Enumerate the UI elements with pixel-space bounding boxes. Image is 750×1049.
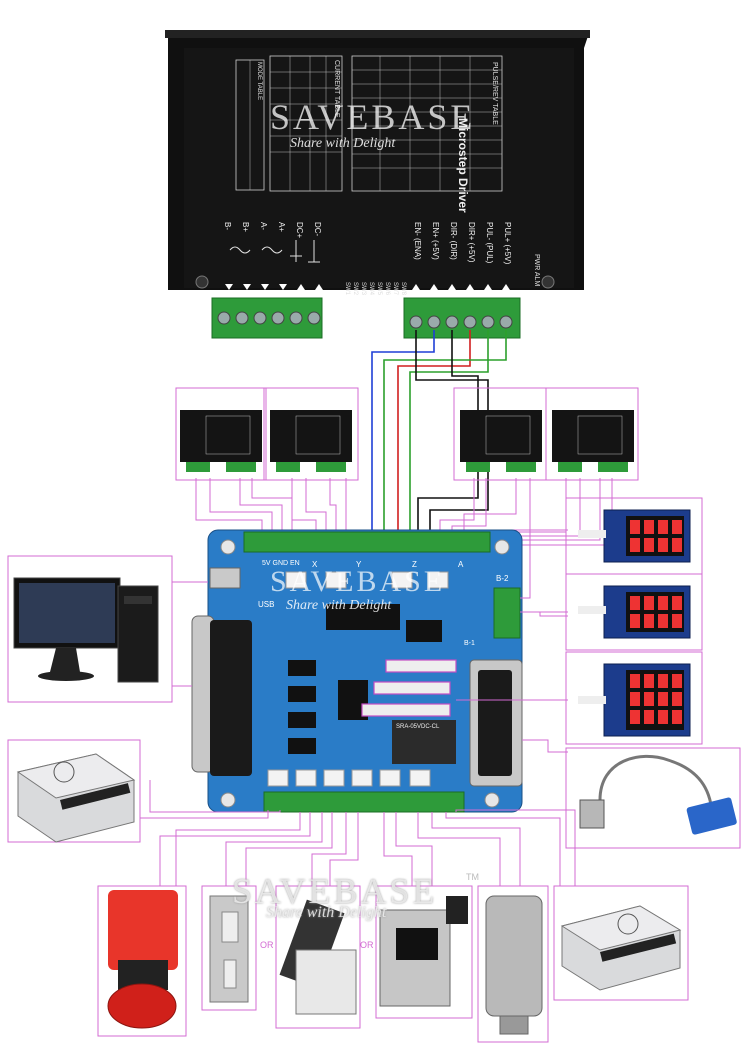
alarm-label: PWR ALM: [533, 254, 540, 287]
axis-driver-images: [180, 410, 634, 472]
power-supply-icon-2: [560, 905, 682, 991]
watermark-tagline-top: Share with Delight: [290, 136, 396, 151]
peripheral-wires: [139, 529, 576, 886]
motor-terminal-1: B+: [241, 222, 250, 233]
mode-table-header: MODE TABLE: [256, 62, 262, 101]
b1-label: B-1: [464, 640, 475, 647]
axis-label-z: Z: [412, 560, 417, 569]
motor-terminal-2: A-: [259, 222, 268, 230]
or-label-1: OR: [260, 940, 274, 950]
signal-terminal-block: [403, 297, 521, 339]
driver-input-5: EN- (ENA): [413, 222, 422, 260]
switch-label-3: SW4: [368, 282, 374, 296]
watermark-brand-top: SAVEBASE: [270, 97, 476, 137]
or-label-2: OR: [360, 940, 374, 950]
motor-terminal-block: [211, 297, 323, 339]
motor-terminal-0: B-: [223, 222, 232, 230]
wire-green: [383, 330, 507, 540]
spindle-motor-icon: [485, 895, 543, 1035]
roller-switch-icon: [379, 896, 468, 1007]
pulse-table-header: PULSE/REV TABLE: [491, 62, 498, 125]
usb-label: USB: [258, 600, 275, 609]
axis-label-a: A: [458, 560, 464, 569]
watermark-brand-mid: SAVEBASE: [270, 565, 446, 598]
display-digits: [630, 520, 682, 724]
switch-label-1: SW2: [352, 282, 358, 296]
watermark-tm: TM: [466, 872, 479, 882]
wire-green-2: [409, 330, 489, 540]
board-edge-text: 5V GND EN: [262, 560, 300, 567]
switch-label-0: SW1: [344, 282, 350, 296]
wire-red: [397, 330, 471, 540]
watermark-brand-bottom: SAVEBASE: [232, 871, 438, 911]
driver-input-2: DIR+ (+5V): [467, 222, 476, 263]
wire-blue: [371, 330, 435, 540]
main-stepper-driver: [165, 30, 590, 339]
switch-label-4: SW5: [376, 282, 382, 296]
motor-terminal-4: DC+: [295, 222, 304, 239]
switch-label-5: SW6: [384, 282, 390, 296]
switch-label-6: SW7: [392, 282, 398, 296]
watermark-tagline-mid: Share with Delight: [286, 598, 392, 613]
current-table: [269, 55, 343, 192]
emergency-stop-icon: [107, 890, 178, 1029]
power-supply-icon: [16, 753, 136, 843]
driver-input-3: DIR- (DIR): [449, 222, 458, 260]
driver-input-0: PUL+ (+5V): [503, 222, 512, 265]
watermark-tagline-bottom: Share with Delight: [266, 904, 387, 921]
peripheral-frames: [7, 387, 741, 1043]
switch-label-2: SW3: [360, 282, 366, 296]
motor-terminal-5: DC-: [313, 222, 322, 237]
switch-label-7: SW8: [400, 282, 406, 296]
sensor-cable-icon: [579, 754, 737, 835]
motor-terminal-3: A+: [277, 222, 286, 233]
relay-label: SRA-05VDC-CL: [396, 724, 440, 730]
driver-input-4: EN+ (+5V): [431, 222, 440, 260]
breakout-board: [191, 529, 523, 813]
b2-label: B-2: [496, 574, 509, 583]
micro-switch-icon: [279, 899, 357, 1015]
driver-input-1: PUL- (PUL): [485, 222, 494, 264]
pulse-rev-table: [351, 55, 503, 192]
axis-label-y: Y: [356, 560, 362, 569]
computer-icon: [13, 577, 159, 683]
limit-switch-icon: [209, 895, 249, 1003]
axis-label-x: X: [312, 560, 318, 569]
mode-table: [235, 59, 265, 191]
